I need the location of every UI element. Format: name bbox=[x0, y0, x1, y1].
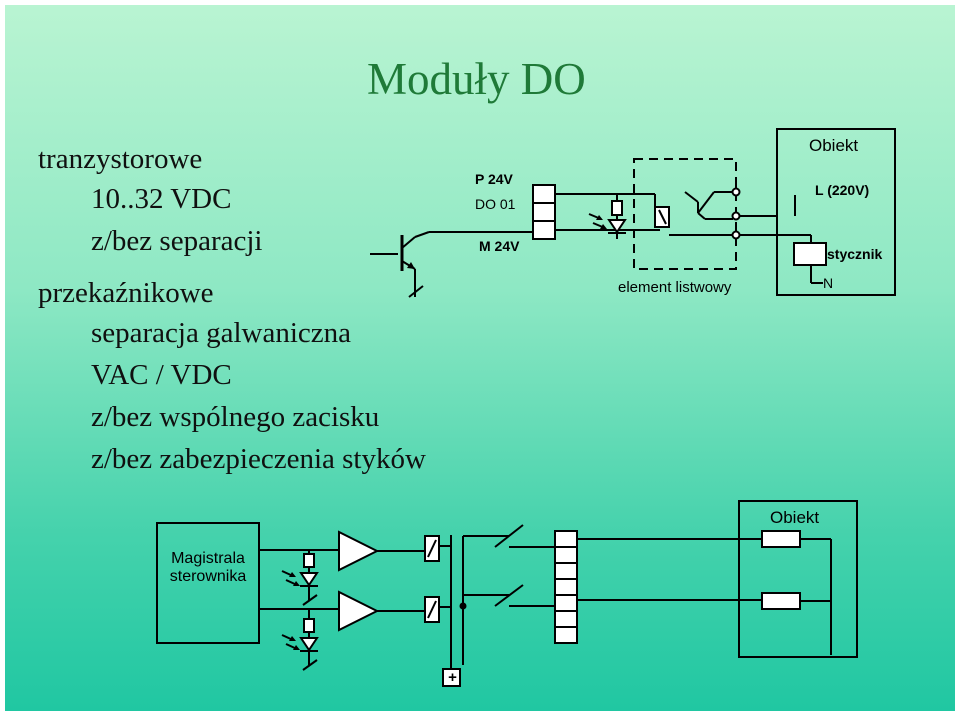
label-do01: DO 01 bbox=[475, 196, 516, 212]
label-stycznik: stycznik bbox=[827, 246, 883, 262]
slide-title: Moduły DO bbox=[367, 54, 586, 104]
bullet-galvanic: separacja galwaniczna bbox=[91, 317, 352, 349]
slide: Moduły DO tranzystorowe 10..32 VDC z/bez… bbox=[5, 5, 955, 711]
bullet-vac-vdc: VAC / VDC bbox=[91, 359, 232, 391]
bullet-transistor: tranzystorowe bbox=[38, 143, 203, 175]
relay-coils bbox=[424, 524, 555, 679]
plus-terminal bbox=[442, 668, 461, 687]
label-plus: + bbox=[448, 669, 457, 686]
object-box-top bbox=[740, 128, 896, 296]
label-bus: Magistrala sterownika bbox=[169, 550, 247, 585]
amplifier-1 bbox=[338, 530, 425, 572]
transistor-symbol bbox=[370, 231, 533, 298]
amplifier-2 bbox=[338, 590, 425, 632]
label-p24v: P 24V bbox=[475, 171, 513, 187]
label-element-listwowy: element listwowy bbox=[618, 279, 732, 296]
relay-element-box bbox=[588, 158, 741, 270]
label-l220v: L (220V) bbox=[815, 182, 870, 198]
terminal-strip-top bbox=[532, 184, 660, 240]
label-m24v: M 24V bbox=[479, 238, 520, 254]
bullet-contact-protection: z/bez zabezpieczenia styków bbox=[91, 443, 426, 475]
label-object-bottom: Obiekt bbox=[770, 508, 820, 527]
circuit-diagram bbox=[156, 128, 896, 687]
label-object-top: Obiekt bbox=[809, 136, 859, 155]
label-n: N bbox=[823, 275, 834, 291]
bus-box bbox=[156, 522, 260, 644]
optocoupler-2 bbox=[259, 608, 339, 671]
bullet-relay: przekaźnikowe bbox=[38, 277, 214, 309]
object-box-bottom bbox=[738, 500, 858, 658]
bullet-voltage: 10..32 VDC bbox=[91, 183, 232, 215]
optocoupler-1 bbox=[259, 549, 339, 606]
bullet-common-ground: z/bez wspólnego zacisku bbox=[91, 401, 380, 433]
bullet-isolation: z/bez separacji bbox=[91, 225, 263, 257]
terminal-strip-bottom bbox=[554, 530, 762, 644]
